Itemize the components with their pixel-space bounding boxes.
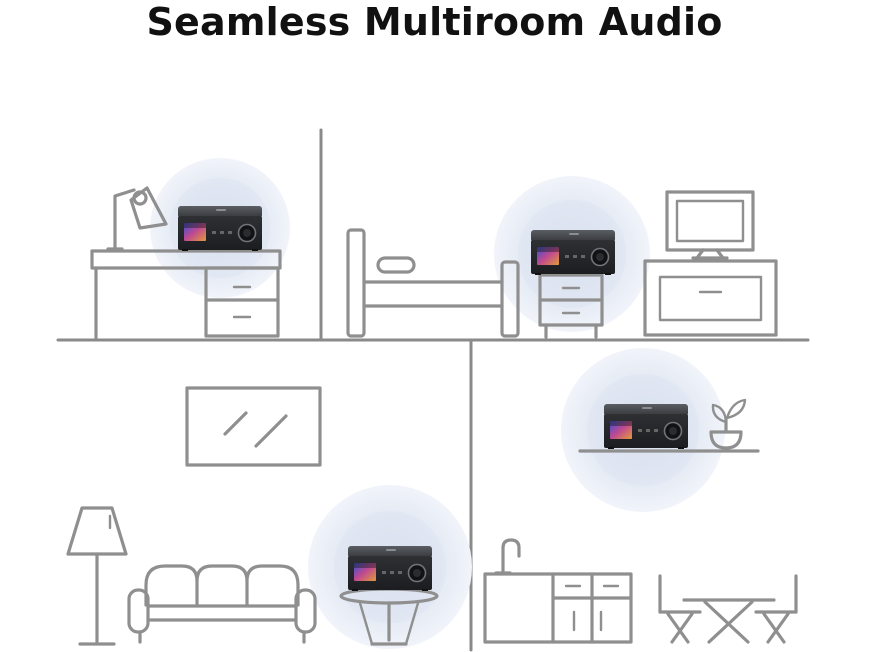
office-room [90, 158, 290, 340]
kitchen-counter-icon [483, 572, 633, 644]
kitchen-streamer-device [603, 403, 689, 450]
sofa-icon [127, 564, 317, 644]
page-title: Seamless Multiroom Audio [146, 0, 723, 44]
bedroom-streamer-device [530, 229, 616, 276]
desk-lamp-icon [106, 186, 168, 251]
floor-lamp-icon [66, 506, 128, 646]
tv-cabinet-icon [643, 259, 778, 337]
house-walls [56, 128, 810, 652]
bed-icon [346, 228, 520, 338]
tv-icon [665, 190, 755, 260]
kitchen-room [483, 348, 798, 644]
faucet-icon [494, 538, 521, 575]
bedroom-room [346, 176, 778, 339]
chair-left-icon [658, 574, 702, 644]
office-streamer-device [177, 205, 263, 252]
living-room-streamer-device [347, 545, 433, 592]
chair-right-icon [754, 574, 798, 644]
nightstand-icon [538, 273, 604, 339]
dining-table-icon [682, 598, 776, 644]
living-room [66, 386, 472, 649]
wall-picture-icon [185, 386, 322, 467]
plant-icon [709, 398, 747, 450]
